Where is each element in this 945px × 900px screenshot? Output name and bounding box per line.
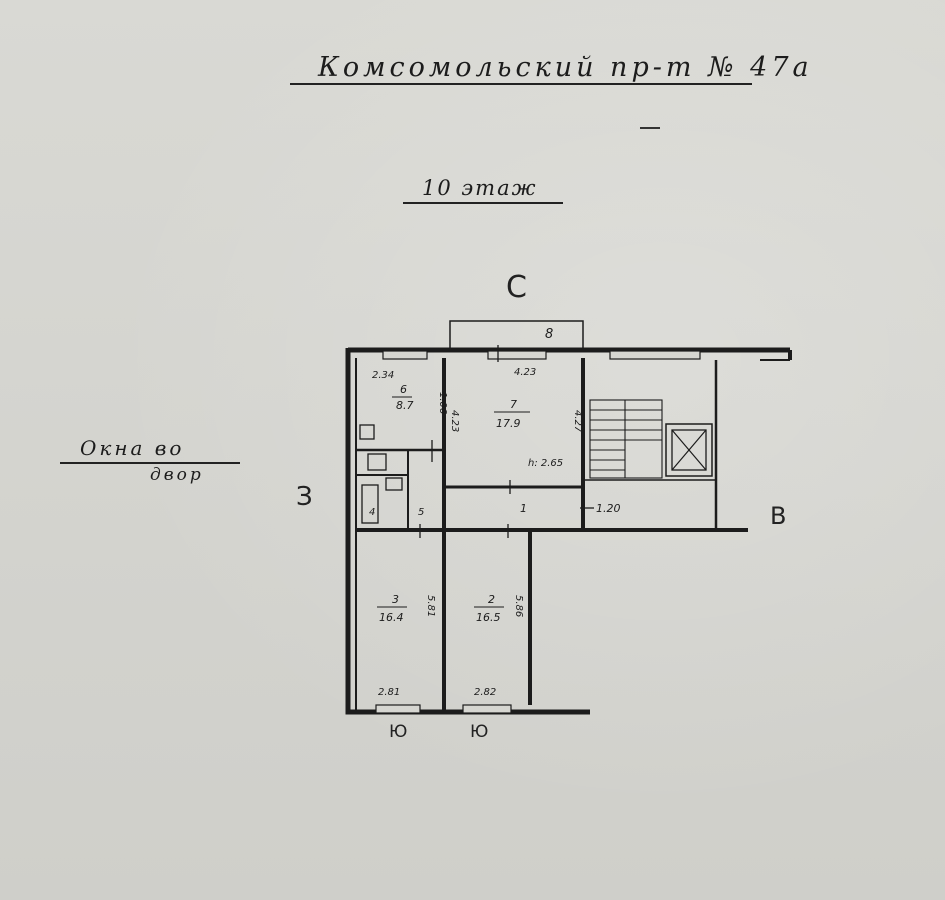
room-7-number: 7 <box>510 398 517 411</box>
room-labels: 8 2.34 6 8.7 1.06 4.23 7 17.9 4.23 4.27 … <box>369 327 621 698</box>
room-7-width: 4.23 <box>514 367 536 378</box>
room-2-width: 2.82 <box>474 687 496 698</box>
elevator <box>665 423 713 477</box>
room-3-number: 3 <box>392 593 399 606</box>
room-7-right-dim: 4.27 <box>572 410 583 433</box>
room-3-width: 2.81 <box>378 687 400 698</box>
room-2-number: 2 <box>488 593 495 606</box>
address-title: Комсомольский пр-т № 47а <box>318 52 813 83</box>
room-6-number: 6 <box>400 383 407 396</box>
room-6-width: 2.34 <box>372 370 394 381</box>
balcony <box>449 320 584 351</box>
windows-note-line2: двор <box>150 465 204 485</box>
room-5-number: 5 <box>418 507 424 518</box>
room-3-depth: 5.81 <box>425 595 436 617</box>
room-2-depth: 5.86 <box>513 595 524 617</box>
walls <box>345 320 792 715</box>
windows-note-line1: Окна во <box>80 436 185 460</box>
room-7-height: h: 2.65 <box>528 458 563 469</box>
compass-north: С <box>506 270 527 305</box>
room-3-area: 16.4 <box>379 611 404 624</box>
floor-label: 10 этаж <box>422 176 538 200</box>
compass-west: З <box>296 482 313 512</box>
staircase <box>589 399 663 479</box>
room-7-left-dim: 4.23 <box>449 410 460 432</box>
room-2-area: 16.5 <box>476 611 501 624</box>
room-1-dim: 1.20 <box>596 502 621 515</box>
room-1-number: 1 <box>520 502 527 515</box>
compass-east: В <box>770 502 787 530</box>
compass-south-1: Ю <box>389 722 408 742</box>
room-7-area: 17.9 <box>496 417 521 430</box>
room-6-area: 8.7 <box>396 399 414 412</box>
compass-south-2: Ю <box>470 722 489 742</box>
room-6-depth: 1.06 <box>437 392 448 414</box>
room-8-number: 8 <box>545 327 553 342</box>
room-4-number: 4 <box>369 507 375 518</box>
